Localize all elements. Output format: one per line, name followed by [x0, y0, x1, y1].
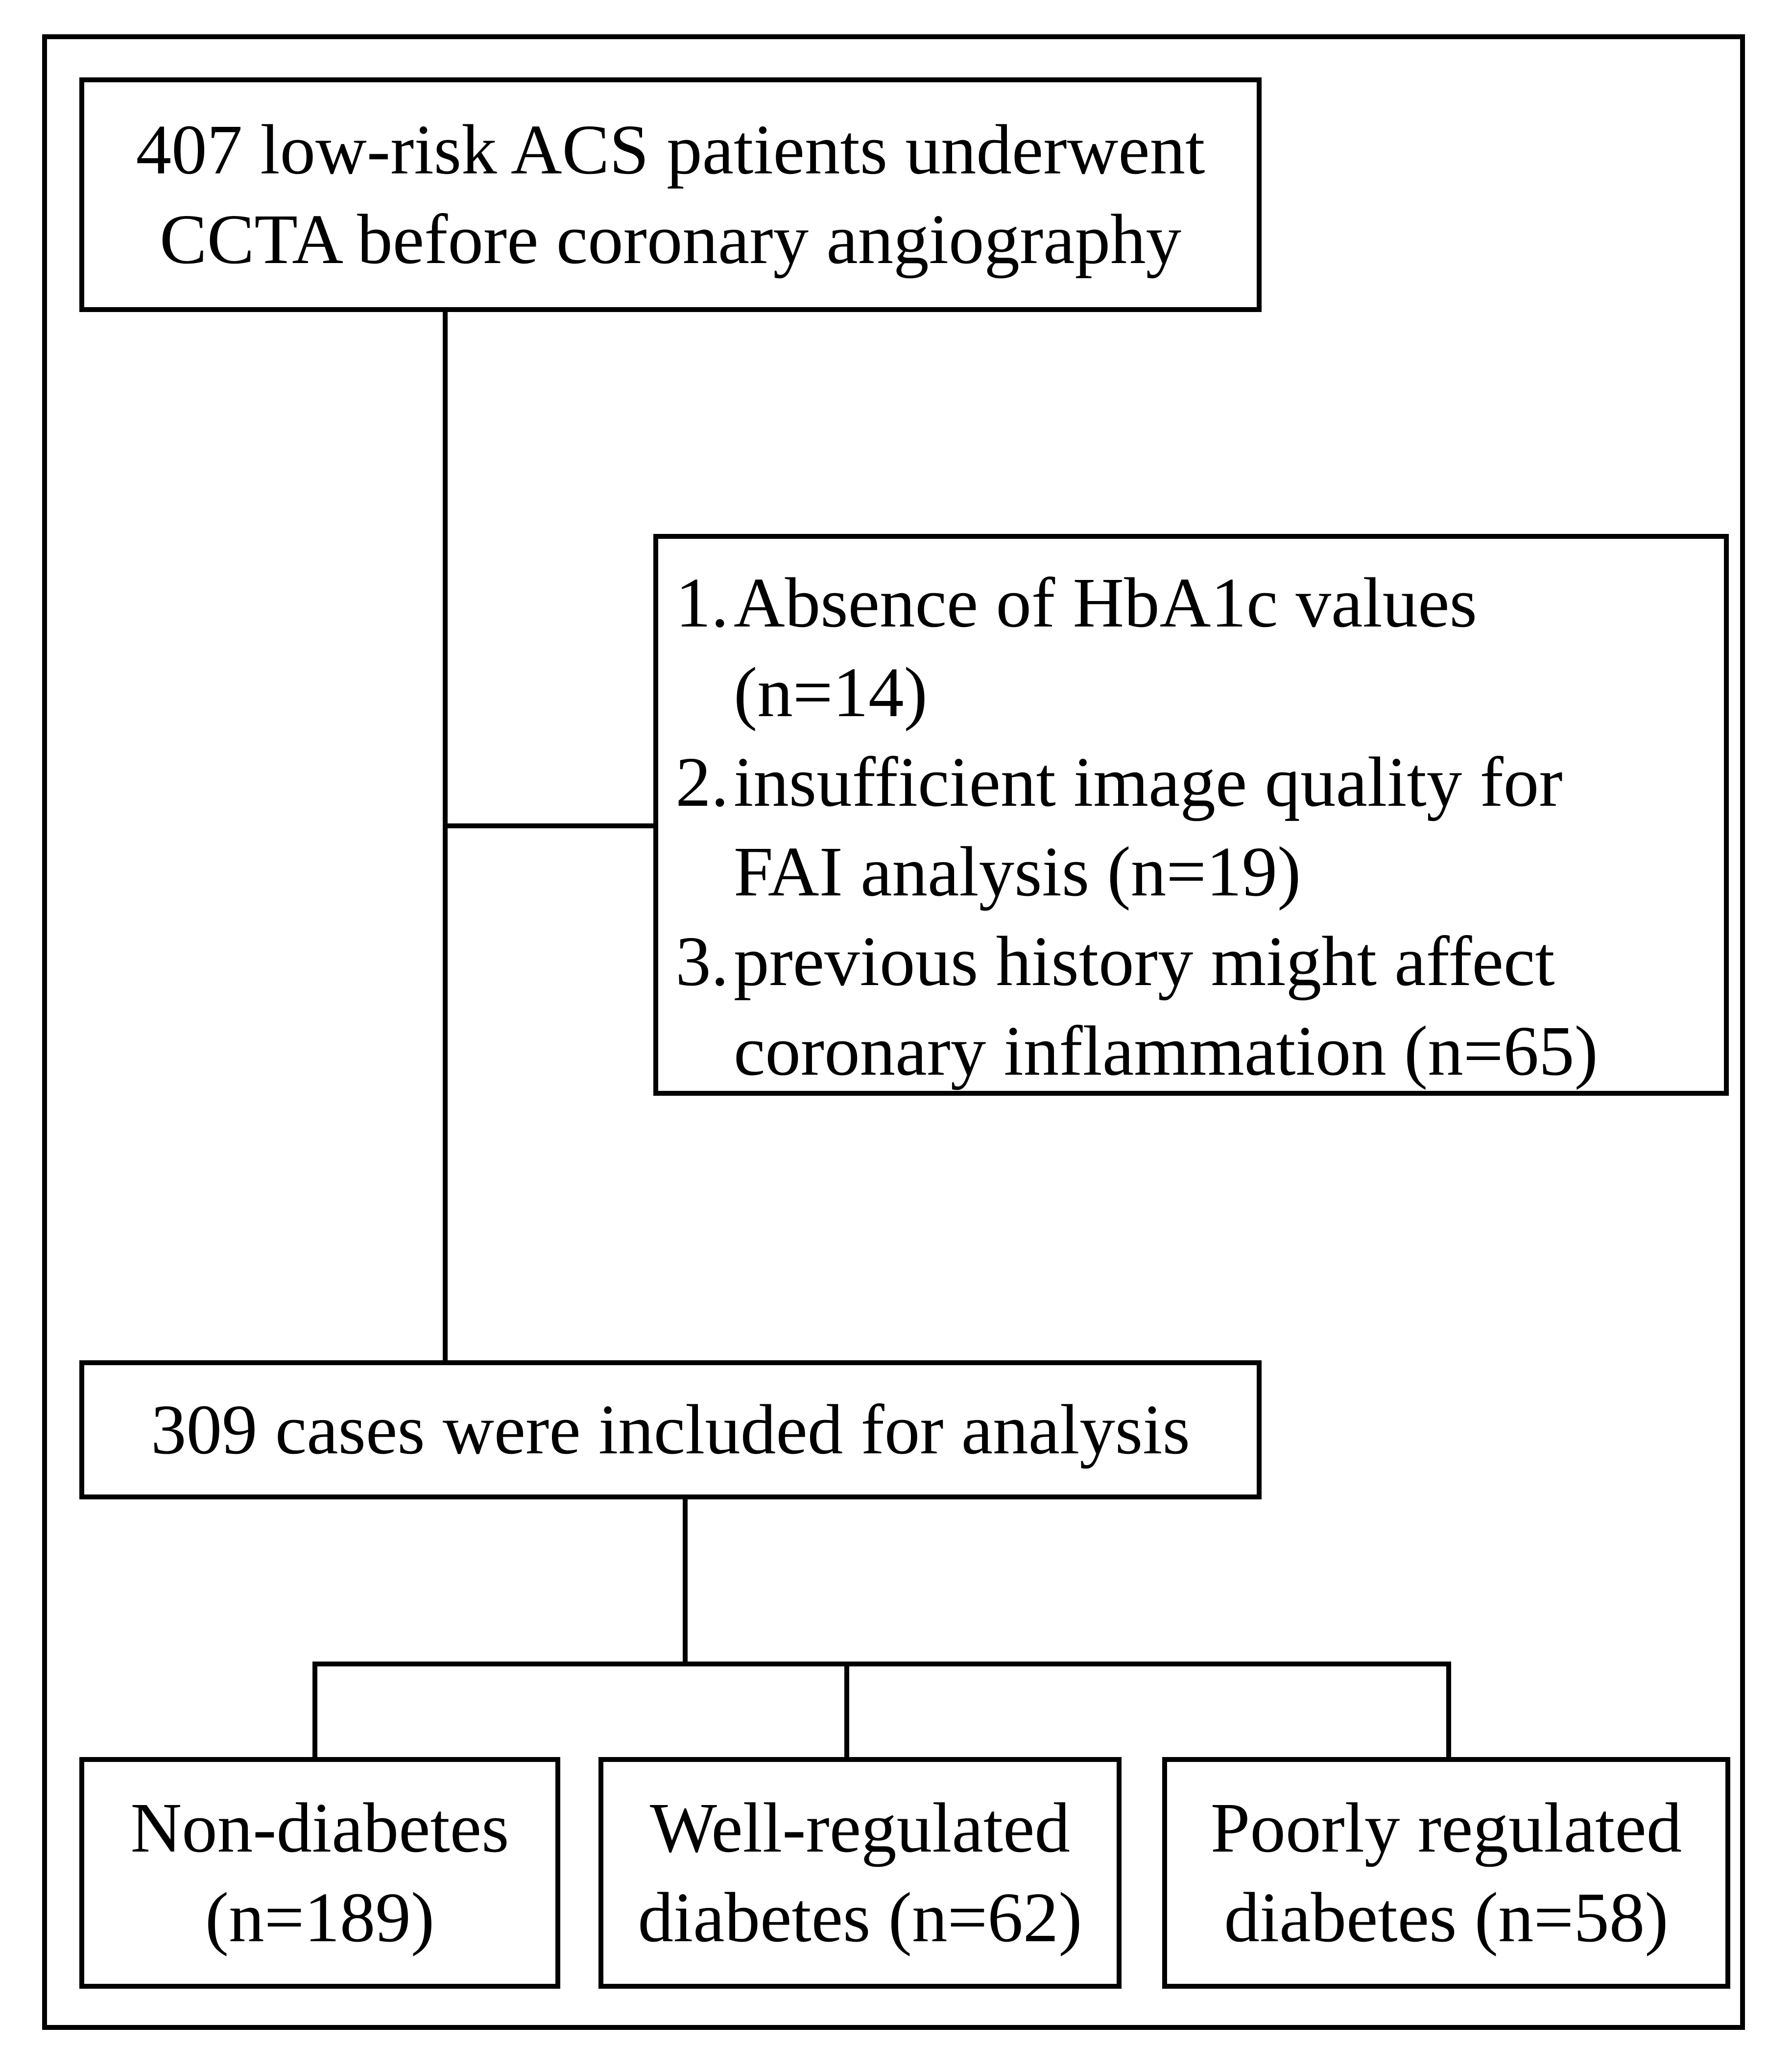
group-label-line-1: Poorly regulated [1210, 1788, 1682, 1867]
connector-group1-drop [312, 1662, 317, 1757]
exclusion-item-text-line-2: (n=14) [734, 653, 928, 732]
exclusion-item-text-line-2: coronary inflammation (n=65) [734, 1012, 1598, 1090]
included-text: 309 cases were included for analysis [151, 1390, 1190, 1469]
enrollment-line-1: 407 low-risk ACS patients underwent [136, 110, 1205, 189]
exclusion-item: 1. Absence of HbA1c values (n=14) [658, 558, 1724, 738]
exclusion-item-text-line-2: FAI analysis (n=19) [734, 833, 1301, 911]
enrollment-line-2: CCTA before coronary angiography [159, 200, 1182, 279]
connector-included-down [683, 1499, 688, 1666]
enrollment-box: 407 low-risk ACS patients underwent CCTA… [79, 77, 1262, 312]
connector-exclusion-branch [443, 823, 653, 828]
connector-groups-horizontal [312, 1662, 1451, 1666]
group-box-non-diabetes: Non-diabetes (n=189) [79, 1757, 560, 1989]
group-label-line-2: (n=189) [205, 1878, 435, 1957]
group-label-line-2: diabetes (n=58) [1224, 1878, 1669, 1957]
group-label-line-1: Well-regulated [650, 1788, 1070, 1867]
exclusion-box: 1. Absence of HbA1c values (n=14) 2. ins… [653, 534, 1729, 1096]
outer-frame [42, 34, 1745, 2030]
exclusion-item-text-line-1: previous history might affect [734, 922, 1555, 1001]
group-box-well-regulated: Well-regulated diabetes (n=62) [598, 1757, 1122, 1989]
connector-group3-drop [1446, 1662, 1451, 1757]
group-label-line-2: diabetes (n=62) [638, 1878, 1082, 1957]
group-label-line-1: Non-diabetes [130, 1788, 509, 1867]
connector-group2-drop [844, 1662, 849, 1757]
group-box-poorly-regulated: Poorly regulated diabetes (n=58) [1162, 1757, 1730, 1989]
exclusion-item-number: 3. [675, 922, 729, 1001]
exclusion-item-number: 2. [675, 743, 729, 821]
included-box: 309 cases were included for analysis [79, 1360, 1262, 1499]
connector-main-vertical [443, 312, 448, 1360]
exclusion-item-text-line-1: insufficient image quality for [734, 743, 1563, 821]
exclusion-item-number: 1. [675, 564, 729, 642]
exclusion-item: 2. insufficient image quality for FAI an… [658, 738, 1724, 917]
exclusion-item-text-line-1: Absence of HbA1c values [734, 564, 1477, 642]
exclusion-item: 3. previous history might affect coronar… [658, 917, 1724, 1096]
